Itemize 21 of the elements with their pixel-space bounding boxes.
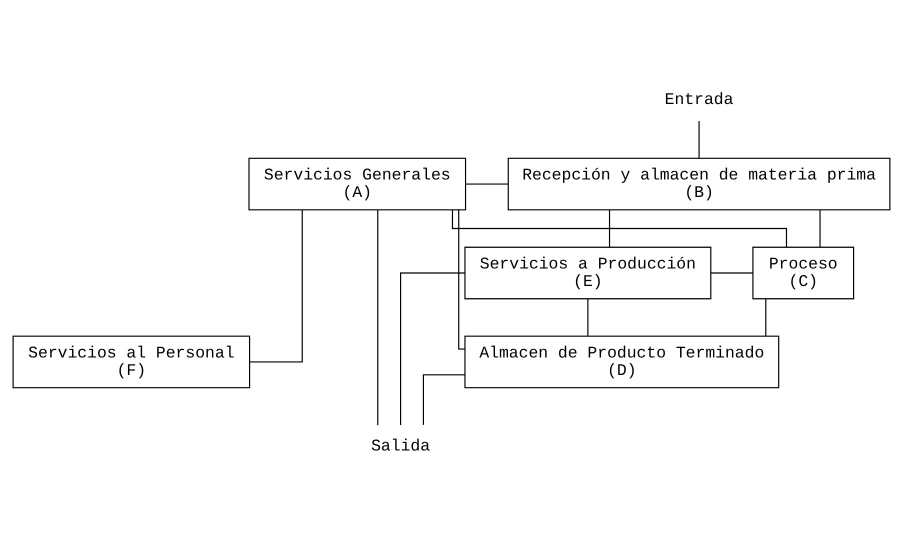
connector [377,210,378,426]
node-text: Salida [371,436,430,456]
connector [400,272,465,425]
node-box: Servicios a Producción (E) [464,246,712,300]
connector [466,183,508,185]
node-box: Servicios Generales (A) [248,158,466,210]
connector [608,210,610,247]
node-box: Proceso (C) [752,246,854,300]
node-text: Entrada [664,90,734,110]
connector [587,299,588,336]
connector [250,210,303,363]
connector [458,210,465,350]
connector [765,299,766,336]
connector [710,272,753,274]
connector [698,121,700,158]
node-box: Servicios al Personal (F) [12,336,250,388]
connector [452,210,788,248]
connector [819,210,821,247]
node-box: Almacen de Producto Terminado (D) [464,336,780,388]
connector [422,374,465,425]
node-box: Recepción y almacen de materia prima (B) [508,158,890,210]
